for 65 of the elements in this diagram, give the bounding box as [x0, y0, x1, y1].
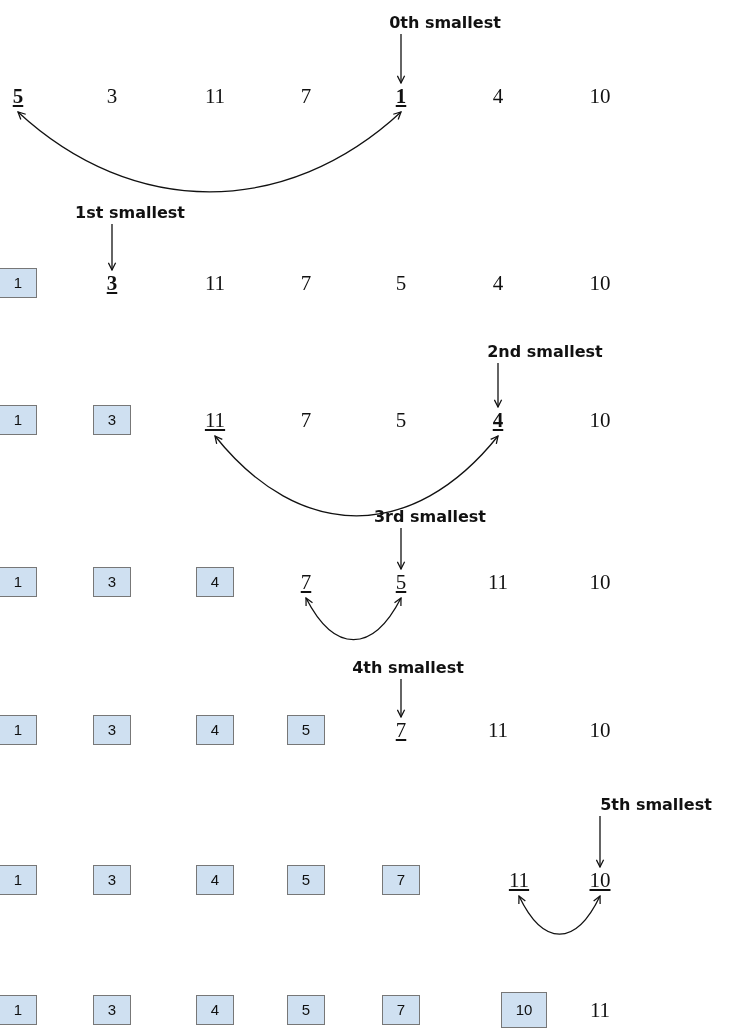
array-value: 11	[204, 271, 226, 295]
sorted-value-box: 3	[93, 995, 131, 1025]
sorted-value-box: 3	[93, 715, 131, 745]
sorted-value-box: 5	[287, 715, 325, 745]
sorted-value-box: 4	[196, 715, 234, 745]
array-value: 4	[492, 271, 504, 295]
array-value: 7	[300, 271, 312, 295]
swap-arrow	[518, 895, 601, 935]
array-value: 11	[204, 408, 226, 432]
sorted-value-box: 1	[0, 567, 37, 597]
array-value: 10	[589, 570, 611, 594]
sorted-value-box: 5	[287, 865, 325, 895]
array-value: 10	[589, 718, 611, 742]
sorted-value-box: 1	[0, 715, 37, 745]
array-value: 7	[300, 408, 312, 432]
pointer-label: 1st smallest	[75, 203, 185, 223]
array-value: 3	[106, 84, 118, 108]
sorted-value-box: 10	[501, 992, 547, 1028]
sorted-value-box: 3	[93, 567, 131, 597]
sorted-value-box: 7	[382, 865, 420, 895]
array-value: 3	[106, 271, 118, 295]
array-value: 10	[589, 868, 611, 892]
swap-arrow	[305, 597, 402, 641]
swap-arrow	[214, 435, 499, 517]
array-value: 5	[395, 408, 407, 432]
array-value: 7	[300, 84, 312, 108]
array-value: 7	[300, 570, 312, 594]
swap-arrow	[17, 111, 402, 193]
pointer-label: 2nd smallest	[487, 342, 603, 362]
sorted-value-box: 4	[196, 995, 234, 1025]
array-value: 7	[395, 718, 407, 742]
array-value: 4	[492, 408, 504, 432]
array-value: 11	[487, 718, 509, 742]
pointer-arrow	[493, 362, 503, 408]
pointer-label: 3rd smallest	[374, 507, 486, 527]
pointer-arrow	[595, 815, 605, 868]
array-value: 5	[12, 84, 24, 108]
array-value: 10	[589, 408, 611, 432]
array-value: 5	[395, 570, 407, 594]
pointer-label: 0th smallest	[389, 13, 501, 33]
sorted-value-box: 4	[196, 865, 234, 895]
pointer-arrow	[396, 678, 406, 718]
array-value: 5	[395, 271, 407, 295]
pointer-arrow	[107, 223, 117, 271]
sorted-value-box: 4	[196, 567, 234, 597]
sorted-value-box: 3	[93, 405, 131, 435]
array-value: 11	[508, 868, 530, 892]
array-value: 10	[589, 84, 611, 108]
pointer-label: 4th smallest	[352, 658, 464, 678]
pointer-label: 5th smallest	[600, 795, 712, 815]
array-value: 11	[487, 570, 509, 594]
array-value: 1	[395, 84, 407, 108]
sorted-value-box: 1	[0, 405, 37, 435]
sorted-value-box: 1	[0, 865, 37, 895]
sorted-value-box: 5	[287, 995, 325, 1025]
sorted-value-box: 3	[93, 865, 131, 895]
array-value: 10	[589, 271, 611, 295]
array-value: 4	[492, 84, 504, 108]
sorted-value-box: 7	[382, 995, 420, 1025]
array-value: 11	[589, 998, 611, 1022]
pointer-arrow	[396, 527, 406, 570]
sorted-value-box: 1	[0, 995, 37, 1025]
pointer-arrow	[396, 33, 406, 84]
sorted-value-box: 1	[0, 268, 37, 298]
array-value: 11	[204, 84, 226, 108]
